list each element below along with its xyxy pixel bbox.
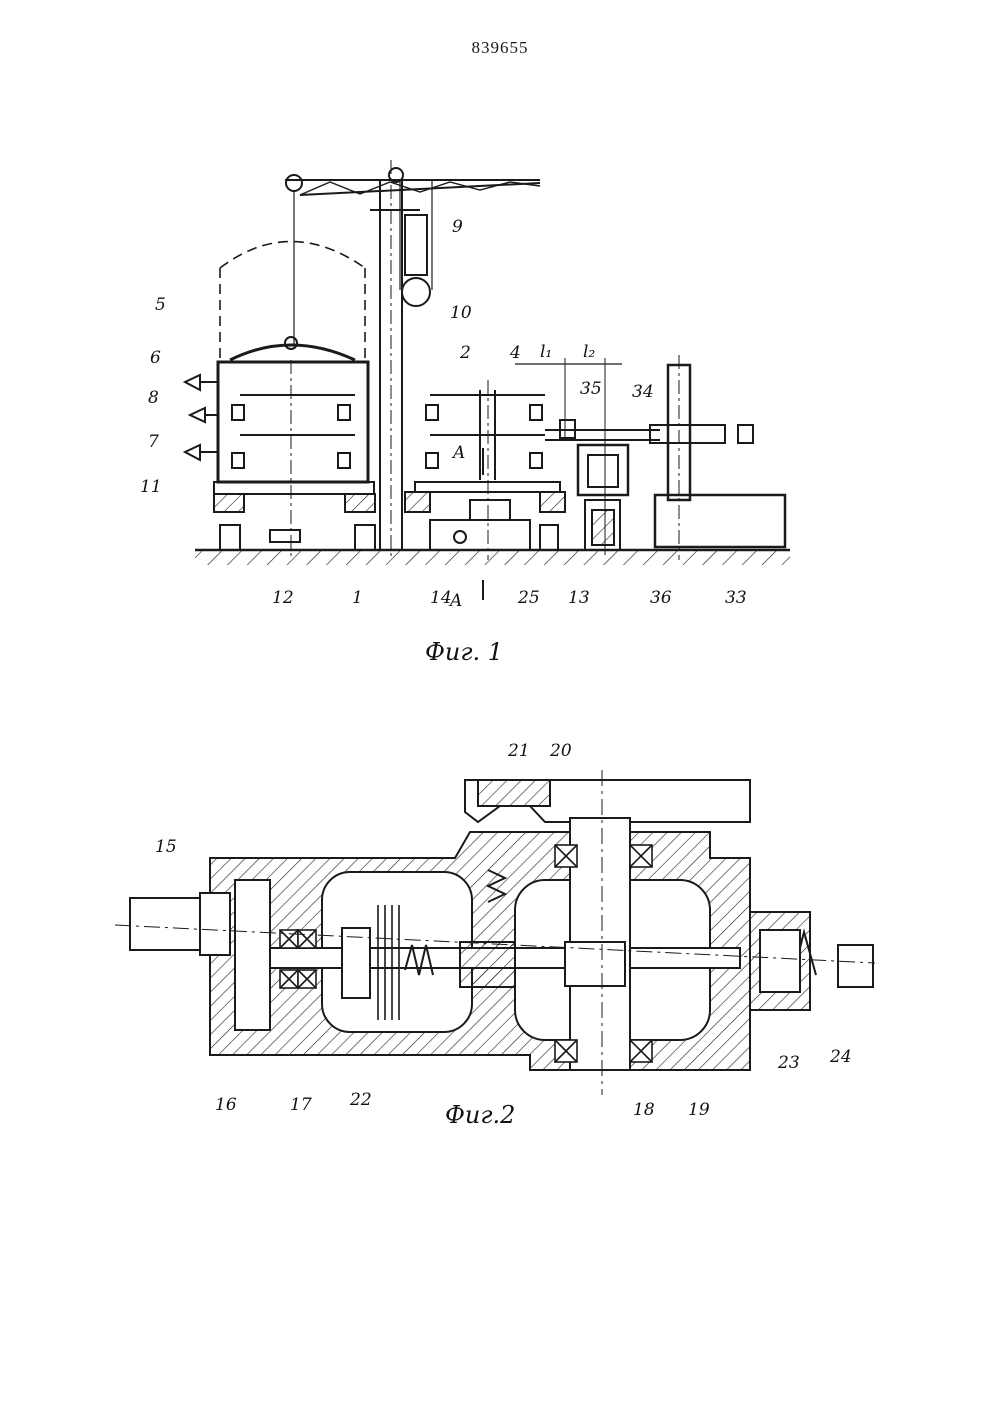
label-2: 2 (459, 343, 471, 363)
label-34: 34 (632, 382, 654, 402)
label-17: 17 (290, 1095, 312, 1115)
label-10: 10 (450, 303, 472, 323)
label-6: 6 (150, 348, 161, 368)
label-12: 12 (272, 588, 294, 608)
figure-1 (185, 160, 790, 600)
figure-1-labels: 5 6 8 7 11 12 1 14 25 13 36 33 9 10 2 4 … (140, 217, 747, 666)
label-20: 20 (549, 741, 572, 761)
label-23: 23 (777, 1053, 800, 1073)
label-l1: l₁ (540, 342, 552, 362)
label-36: 36 (650, 588, 672, 608)
label-1: 1 (352, 588, 363, 608)
label-25: 25 (517, 588, 540, 608)
label-7: 7 (148, 432, 159, 452)
figure-2 (115, 770, 875, 1095)
label-33: 33 (725, 588, 747, 608)
figure-2-caption: Фиг.2 (445, 1101, 515, 1129)
label-15: 15 (155, 837, 177, 857)
label-22: 22 (349, 1090, 372, 1110)
label-35: 35 (580, 379, 602, 399)
label-9: 9 (452, 217, 463, 237)
label-16: 16 (215, 1095, 237, 1115)
label-4: 4 (509, 343, 521, 363)
label-5: 5 (155, 295, 166, 315)
label-13: 13 (568, 588, 590, 608)
label-19: 19 (688, 1100, 710, 1120)
label-l2: l₂ (583, 342, 595, 362)
label-11: 11 (140, 477, 162, 497)
label-section-a-bottom: A (448, 591, 462, 611)
figure-1-caption: Фиг. 1 (425, 638, 503, 666)
label-21: 21 (507, 741, 530, 761)
label-14: 14 (430, 588, 452, 608)
label-section-a-top: A (451, 443, 465, 463)
label-8: 8 (148, 388, 159, 408)
label-24: 24 (829, 1047, 852, 1067)
label-18: 18 (633, 1100, 655, 1120)
